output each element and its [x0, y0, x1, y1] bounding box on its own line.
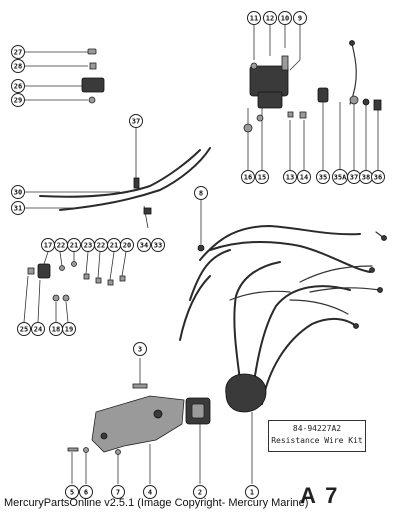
svg-text:27: 27 — [14, 49, 22, 57]
callout-9: 9 — [293, 11, 307, 25]
svg-text:8: 8 — [199, 190, 203, 198]
callout-37: 37 — [129, 114, 143, 128]
svg-text:22: 22 — [97, 242, 105, 250]
svg-text:14: 14 — [300, 174, 308, 182]
svg-text:19: 19 — [65, 326, 73, 334]
callout-31: 31 — [11, 201, 25, 215]
svg-text:12: 12 — [266, 15, 274, 23]
svg-text:16: 16 — [244, 174, 252, 182]
svg-text:35: 35 — [319, 174, 327, 182]
callout-6: 6 — [79, 485, 93, 499]
callout-34: 34 — [137, 238, 151, 252]
svg-text:37: 37 — [350, 174, 358, 182]
resistance-wire-harness — [24, 128, 211, 229]
callout-33: 33 — [151, 238, 165, 252]
svg-text:15: 15 — [258, 174, 266, 182]
svg-text:38: 38 — [362, 174, 370, 182]
callout-12: 12 — [263, 11, 277, 25]
svg-text:20: 20 — [123, 242, 131, 250]
callout-19: 19 — [62, 322, 76, 336]
starter-solenoid-assembly — [243, 25, 357, 170]
svg-text:33: 33 — [154, 242, 162, 250]
callout-35a: 35A — [332, 169, 348, 185]
callout-11: 11 — [247, 11, 261, 25]
svg-text:34: 34 — [140, 242, 148, 250]
callout-4: 4 — [143, 485, 157, 499]
terminal-block-assembly — [24, 48, 105, 104]
svg-text:22: 22 — [57, 242, 65, 250]
callout-22: 22 — [94, 238, 108, 252]
callout-23: 23 — [81, 238, 95, 252]
callout-14: 14 — [297, 170, 311, 184]
svg-text:31: 31 — [14, 205, 22, 213]
callout-22: 22 — [54, 238, 68, 252]
svg-text:29: 29 — [14, 97, 22, 105]
svg-text:23: 23 — [84, 242, 92, 250]
svg-text:35A: 35A — [334, 174, 347, 182]
callout-35: 35 — [316, 170, 330, 184]
callout-18: 18 — [49, 322, 63, 336]
callout-36: 36 — [371, 170, 385, 184]
svg-text:28: 28 — [14, 63, 22, 71]
svg-text:21: 21 — [70, 242, 78, 250]
svg-text:7: 7 — [116, 489, 120, 497]
callout-24: 24 — [31, 322, 45, 336]
kit-name: Resistance Wire Kit — [271, 436, 363, 445]
svg-text:18: 18 — [52, 326, 60, 334]
kit-part-number: 84-94227A2 — [292, 424, 342, 433]
callout-38: 38 — [359, 170, 373, 184]
callout-8: 8 — [194, 186, 208, 200]
callout-1: 1 — [245, 485, 259, 499]
callout-17: 17 — [41, 238, 55, 252]
svg-text:24: 24 — [34, 326, 42, 334]
svg-text:36: 36 — [374, 174, 382, 182]
callout-21: 21 — [107, 238, 121, 252]
page-code: A 7 — [300, 483, 340, 508]
callout-2: 2 — [193, 485, 207, 499]
callout-7: 7 — [111, 485, 125, 499]
svg-text:37: 37 — [132, 118, 140, 126]
callout-29: 29 — [11, 93, 25, 107]
svg-text:5: 5 — [70, 489, 74, 497]
kit-info-box: 84-94227A2 Resistance Wire Kit — [268, 420, 366, 452]
mounting-bracket-assembly — [67, 358, 211, 484]
svg-text:21: 21 — [110, 242, 118, 250]
callout-30: 30 — [11, 185, 25, 199]
callout-10: 10 — [278, 11, 292, 25]
callout-27: 27 — [11, 45, 25, 59]
svg-text:2: 2 — [198, 489, 202, 497]
callout-21: 21 — [67, 238, 81, 252]
svg-text:25: 25 — [20, 326, 28, 334]
callout-13: 13 — [283, 170, 297, 184]
svg-text:10: 10 — [281, 15, 289, 23]
callout-3: 3 — [133, 342, 147, 356]
svg-text:11: 11 — [250, 15, 258, 23]
main-wiring-harness — [179, 200, 387, 484]
svg-text:30: 30 — [14, 189, 22, 197]
svg-text:13: 13 — [286, 174, 294, 182]
callout-26: 26 — [11, 79, 25, 93]
callout-16: 16 — [241, 170, 255, 184]
svg-text:4: 4 — [148, 489, 152, 497]
callout-25: 25 — [17, 322, 31, 336]
callout-28: 28 — [11, 59, 25, 73]
callout-20: 20 — [120, 238, 134, 252]
svg-text:9: 9 — [298, 15, 302, 23]
terminal-parts — [317, 87, 382, 170]
callout-5: 5 — [65, 485, 79, 499]
svg-text:17: 17 — [44, 242, 52, 250]
svg-text:1: 1 — [250, 489, 254, 497]
svg-text:26: 26 — [14, 83, 22, 91]
svg-text:3: 3 — [138, 346, 142, 354]
callout-37: 37 — [347, 170, 361, 184]
small-hardware-group — [23, 251, 127, 323]
callout-15: 15 — [255, 170, 269, 184]
footer-copyright: MercuryPartsOnline v2.5.1 (Image Copyrig… — [4, 497, 309, 509]
svg-text:6: 6 — [84, 489, 88, 497]
